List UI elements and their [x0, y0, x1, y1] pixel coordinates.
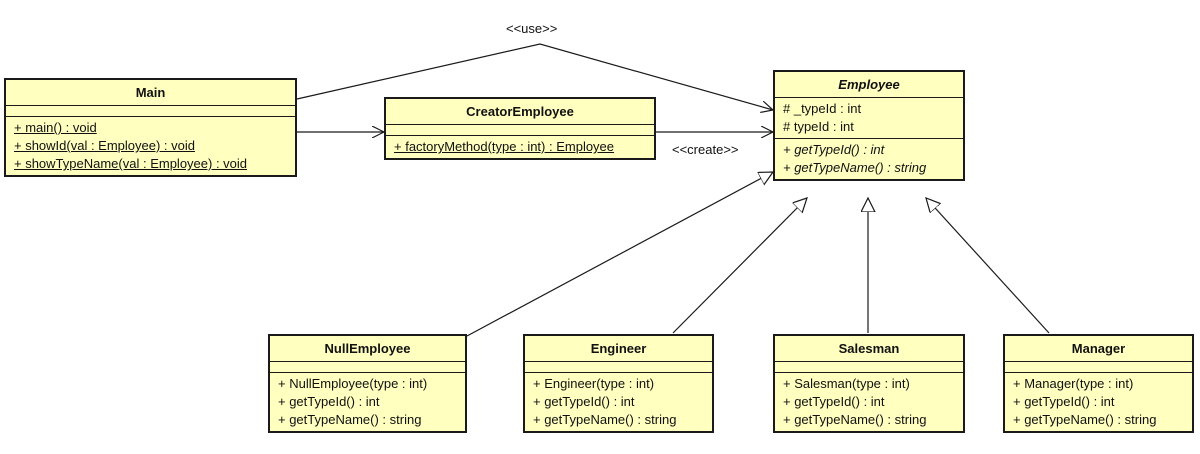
operation: + getTypeId() : int	[1013, 394, 1115, 409]
operation: + factoryMethod(type : int) : Employee	[394, 139, 615, 154]
class-creator-employee[interactable]: CreatorEmployee + factoryMethod(type : i…	[384, 97, 656, 160]
generalization-null-employee	[466, 172, 773, 337]
operation: + getTypeId() : int	[533, 394, 635, 409]
class-null-employee[interactable]: NullEmployee + NullEmployee(type : int) …	[268, 334, 467, 433]
attributes-section	[386, 125, 654, 136]
operation: + getTypeName() : string	[783, 412, 927, 427]
operation: + getTypeId() : int	[783, 394, 885, 409]
class-name: Salesman	[775, 336, 963, 362]
operation: + Engineer(type : int)	[533, 376, 655, 391]
attributes-section	[525, 362, 712, 373]
operation: + getTypeName() : string	[783, 160, 927, 175]
operations-section: + Salesman(type : int) + getTypeId() : i…	[775, 373, 963, 431]
operation: + showId(val : Employee) : void	[14, 138, 195, 153]
use-dependency-line	[296, 43, 773, 110]
attributes-section	[1005, 362, 1192, 373]
attribute: # _typeId : int	[783, 101, 862, 116]
operations-section: + NullEmployee(type : int) + getTypeId()…	[270, 373, 465, 431]
operation: + getTypeName() : string	[1013, 412, 1157, 427]
operations-section: + Manager(type : int) + getTypeId() : in…	[1005, 373, 1192, 431]
class-name: Employee	[775, 72, 963, 98]
operation: + getTypeId() : int	[278, 394, 380, 409]
generalization-manager	[926, 198, 1050, 334]
attributes-section: # _typeId : int # typeId : int	[775, 98, 963, 139]
attributes-section	[775, 362, 963, 373]
class-name: CreatorEmployee	[386, 99, 654, 125]
generalization-engineer	[672, 198, 807, 334]
operation: + main() : void	[14, 120, 97, 135]
class-employee[interactable]: Employee # _typeId : int # typeId : int …	[773, 70, 965, 181]
attributes-section	[270, 362, 465, 373]
operation: + showTypeName(val : Employee) : void	[14, 156, 248, 171]
operation: + NullEmployee(type : int)	[278, 376, 428, 391]
operations-section: + main() : void + showId(val : Employee)…	[6, 117, 295, 175]
class-engineer[interactable]: Engineer + Engineer(type : int) + getTyp…	[523, 334, 714, 433]
create-label: <<create>>	[672, 142, 739, 157]
attribute: # typeId : int	[783, 119, 854, 134]
operations-section: + factoryMethod(type : int) : Employee	[386, 136, 654, 158]
operations-section: + Engineer(type : int) + getTypeId() : i…	[525, 373, 712, 431]
operation: + Manager(type : int)	[1013, 376, 1134, 391]
operation: + getTypeId() : int	[783, 142, 885, 157]
attributes-section	[6, 106, 295, 117]
operation: + Salesman(type : int)	[783, 376, 910, 391]
class-salesman[interactable]: Salesman + Salesman(type : int) + getTyp…	[773, 334, 965, 433]
use-label: <<use>>	[506, 21, 558, 36]
operation: + getTypeName() : string	[533, 412, 677, 427]
class-main[interactable]: Main + main() : void + showId(val : Empl…	[4, 78, 297, 177]
class-name: Manager	[1005, 336, 1192, 362]
class-name: Main	[6, 80, 295, 106]
class-name: NullEmployee	[270, 336, 465, 362]
class-manager[interactable]: Manager + Manager(type : int) + getTypeI…	[1003, 334, 1194, 433]
class-name: Engineer	[525, 336, 712, 362]
operation: + getTypeName() : string	[278, 412, 422, 427]
operations-section: + getTypeId() : int + getTypeName() : st…	[775, 139, 963, 179]
